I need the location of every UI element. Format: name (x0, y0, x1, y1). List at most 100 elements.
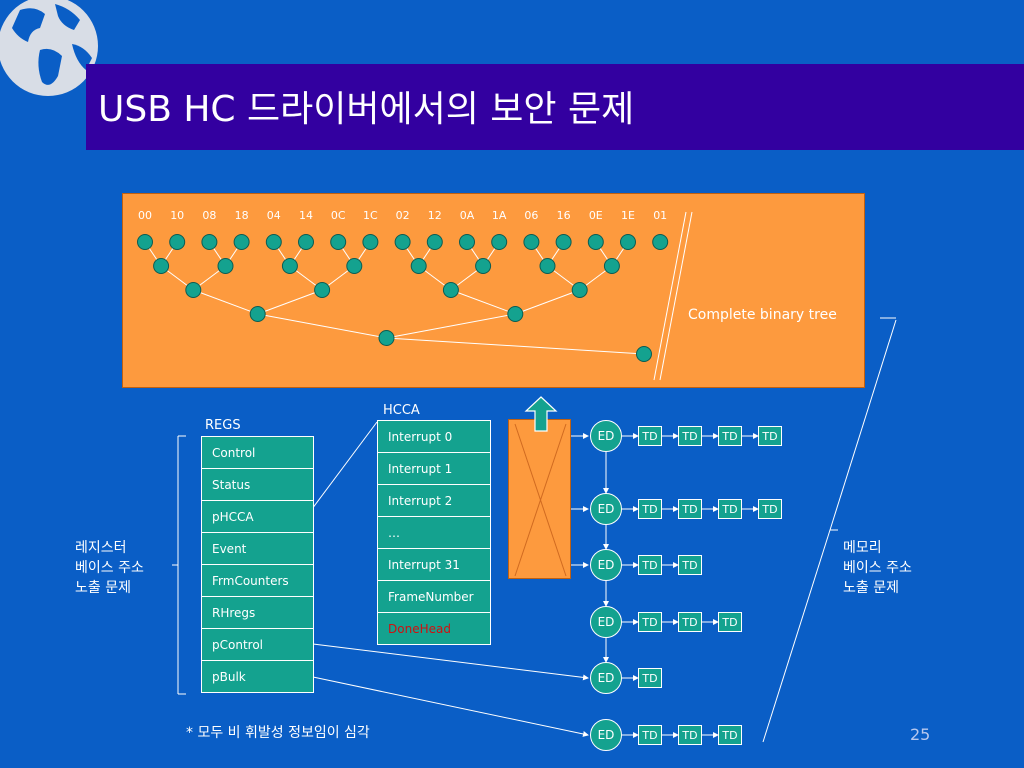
regs-item: RHregs (201, 596, 314, 629)
binary-tree-panel (122, 193, 865, 388)
tree-edge (450, 289, 516, 315)
tree-node (571, 282, 588, 298)
tree-node (362, 234, 379, 250)
tree-break-line (659, 211, 693, 381)
tree-caption: Complete binary tree (688, 307, 837, 323)
tree-node (281, 258, 298, 274)
hcca-item: Interrupt 0 (377, 420, 491, 453)
tree-leaf-label: 06 (524, 209, 539, 222)
tree-leaf-label: 04 (266, 209, 281, 222)
ed-node: ED (590, 662, 622, 694)
tree-node (314, 282, 331, 298)
globe-logo-icon (0, 0, 100, 100)
tree-node (410, 258, 427, 274)
tree-edge (257, 289, 323, 315)
td-node: TD (678, 555, 702, 575)
tree-node (523, 234, 540, 250)
tree-leaf-label: 10 (170, 209, 185, 222)
page-number: 25 (910, 725, 931, 744)
tree-leaf-label: 1C (363, 209, 378, 222)
tree-node (459, 234, 475, 250)
tree-leaf-label: 16 (556, 209, 571, 222)
td-node: TD (718, 499, 742, 519)
tree-leaf-label: 08 (202, 209, 217, 222)
hcca-item: FrameNumber (377, 580, 491, 613)
tree-leaf-label: 00 (138, 209, 152, 222)
tree-leaf-label: 12 (427, 209, 442, 222)
tree-node (185, 282, 202, 298)
td-node: TD (638, 426, 662, 446)
regs-item: pControl (201, 628, 314, 661)
hcca-item: … (377, 516, 491, 549)
tree-edge (257, 313, 387, 339)
tree-node (249, 306, 266, 322)
td-node: TD (638, 612, 662, 632)
tree-leaf-label: 01 (653, 209, 668, 222)
hcca-item: Interrupt 1 (377, 452, 491, 485)
td-node: TD (678, 725, 702, 745)
slide-title: USB HC 드라이버에서의 보안 문제 (98, 89, 635, 130)
tree-node (507, 306, 524, 322)
tree-edge (515, 289, 580, 315)
tree-node (475, 258, 492, 274)
td-node: TD (638, 725, 662, 745)
regs-item: FrmCounters (201, 564, 314, 597)
regs-label: REGS (205, 418, 241, 433)
td-node: TD (678, 426, 702, 446)
phcca-pointer-line (308, 421, 378, 514)
regs-item: Event (201, 532, 314, 565)
ed-node: ED (590, 549, 622, 581)
hcca-memory-block (508, 419, 571, 579)
tree-edge (386, 337, 645, 355)
hcca-item: Interrupt 2 (377, 484, 491, 517)
memory-bracket (829, 319, 897, 531)
td-node: TD (678, 499, 702, 519)
td-node: TD (638, 499, 662, 519)
tree-node (153, 258, 170, 274)
ed-node: ED (590, 493, 622, 525)
td-node: TD (758, 499, 782, 519)
td-node: TD (678, 612, 702, 632)
ed-node: ED (590, 719, 622, 751)
tree-node (652, 234, 669, 250)
regs-item: pHCCA (201, 500, 314, 533)
tree-leaf-label: 1A (491, 209, 507, 222)
td-node: TD (758, 426, 782, 446)
tree-leaf-label: 0E (588, 209, 603, 222)
td-node: TD (638, 668, 662, 688)
pcontrol-pointer-line (312, 643, 589, 681)
title-bar (86, 64, 1024, 150)
tree-node (137, 234, 153, 250)
footnote: * 모두 비 휘발성 정보임이 심각 (186, 725, 370, 741)
tree-node (587, 234, 604, 250)
memory-exposure-note: 메모리 베이스 주소 노출 문제 (843, 540, 912, 596)
td-node: TD (718, 725, 742, 745)
hcca-item: Interrupt 31 (377, 548, 491, 581)
tree-leaf-label: 0A (459, 209, 475, 222)
memory-bracket (762, 529, 831, 743)
tree-leaf-label: 18 (234, 209, 249, 222)
tree-break-line (653, 211, 687, 381)
tree-leaf-label: 14 (299, 209, 313, 222)
cross-icon (514, 423, 567, 577)
td-node: TD (718, 426, 742, 446)
ed-node: ED (590, 420, 622, 452)
tree-node (620, 234, 636, 250)
tree-leaf-label: 0C (330, 209, 346, 222)
tree-edge (386, 313, 516, 339)
tree-edge (193, 289, 258, 315)
tree-leaf-label: 1E (621, 209, 635, 222)
tree-node (636, 346, 652, 362)
tree-node (539, 258, 556, 274)
tree-node (555, 234, 572, 250)
hcca-item: DoneHead (377, 612, 491, 645)
register-exposure-note: 레지스터 베이스 주소 노출 문제 (75, 540, 144, 596)
tree-node (330, 234, 347, 250)
td-node: TD (718, 612, 742, 632)
tree-node (603, 258, 620, 274)
regs-item: pBulk (201, 660, 314, 693)
